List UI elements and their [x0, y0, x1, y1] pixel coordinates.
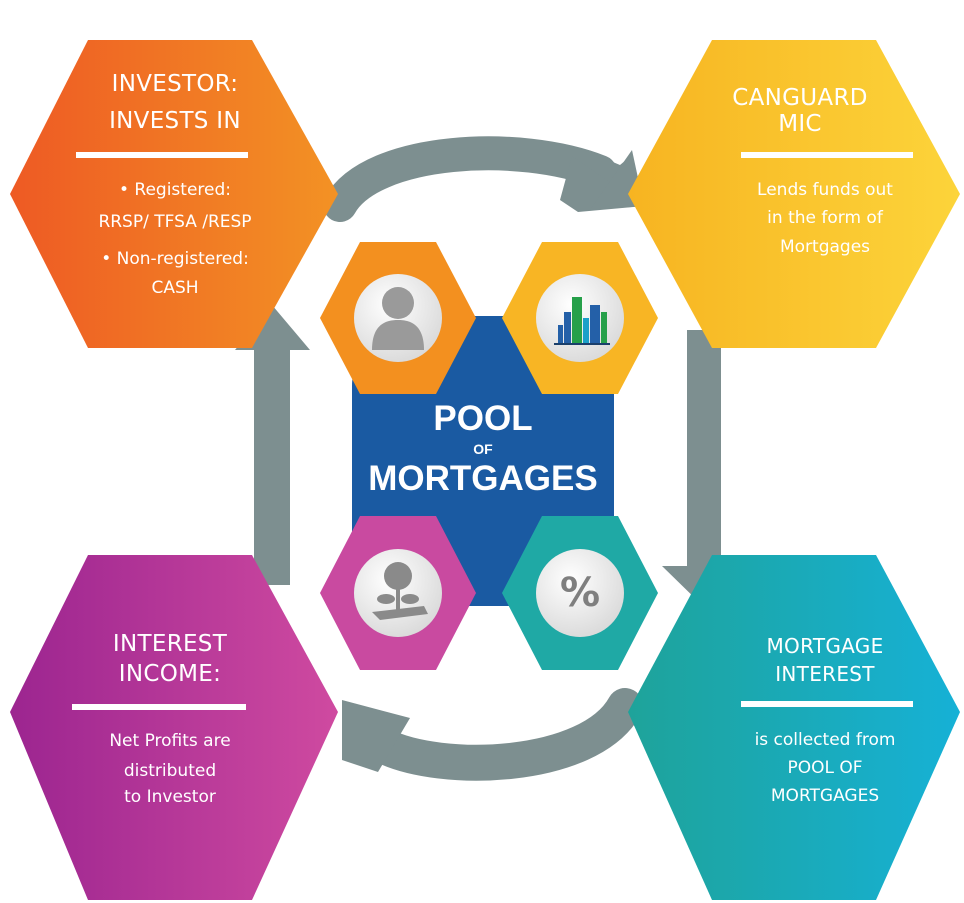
investor-divider	[76, 152, 248, 158]
interest-income-title-line1: INTEREST	[112, 631, 228, 657]
mortgage-interest-item-2: POOL OF	[787, 758, 863, 778]
interest-income-item-1: Net Profits are	[109, 731, 231, 751]
city-buildings-icon	[554, 297, 610, 345]
canguard-divider	[741, 152, 913, 158]
mortgage-interest-title-line1: MORTGAGE	[766, 634, 884, 658]
mortgage-interest-icon-circle	[536, 549, 624, 637]
canguard-hexagon	[628, 40, 960, 348]
mortgage-interest-item-1: is collected from	[754, 730, 896, 750]
canguard-item-3: Mortgages	[779, 237, 871, 257]
center-title-line3: MORTGAGES	[368, 459, 598, 498]
interest-income-hexagon	[10, 555, 338, 900]
investor-item-nonregistered: • Non-registered:	[101, 249, 249, 269]
mortgage-interest-hexagon	[628, 555, 960, 900]
percent-icon: %	[559, 570, 601, 616]
investor-item-registered: • Registered:	[118, 180, 232, 200]
canguard-title-line2: MIC	[778, 111, 822, 137]
investor-item-cash: CASH	[151, 278, 199, 298]
money-plant-hand-icon	[372, 562, 428, 620]
canguard-item-2: in the form of	[767, 208, 883, 228]
arrow-investor-to-canguard	[323, 136, 644, 222]
mortgage-interest-divider	[741, 701, 913, 707]
mortgage-interest-item-3: MORTGAGES	[770, 786, 880, 806]
arrow-mortgage-interest-to-interest-income	[342, 688, 643, 781]
investor-item-rrsp: RRSP/ TFSA /RESP	[98, 212, 252, 232]
interest-income-item-3: to Investor	[124, 787, 216, 807]
mortgage-interest-title-line2: INTEREST	[775, 662, 875, 686]
canguard-item-1: Lends funds out	[757, 180, 893, 200]
interest-income-divider	[72, 704, 246, 710]
arrow-interest-income-to-investor	[235, 305, 310, 585]
center-title-line2: OF	[473, 441, 493, 457]
investor-hexagon	[10, 40, 338, 348]
canguard-title-line1: CANGUARD	[732, 85, 868, 111]
investor-title-line2: INVESTS IN	[109, 108, 241, 134]
investor-title-line1: INVESTOR:	[111, 71, 239, 97]
center-title-line1: POOL	[433, 399, 533, 438]
interest-income-title-line2: INCOME:	[118, 661, 222, 687]
interest-income-item-2: distributed	[123, 761, 217, 781]
person-icon	[372, 287, 424, 350]
